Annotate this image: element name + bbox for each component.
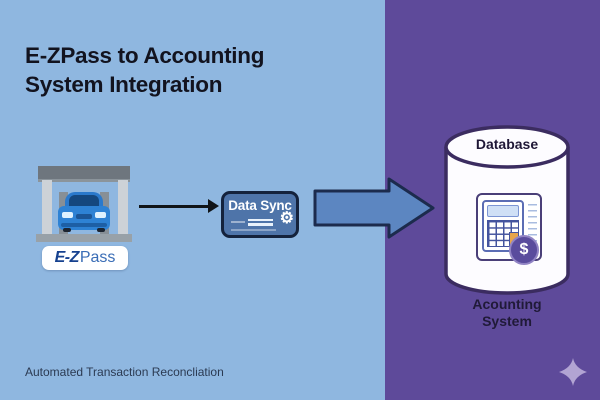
page-title-line2: System Integration	[25, 72, 223, 97]
page-title: E-ZPass to Accounting System Integration	[25, 41, 355, 99]
toll-booth-pillar-right	[118, 180, 128, 236]
sync-line-short	[231, 221, 245, 223]
toll-booth-icon	[36, 164, 132, 246]
calculator-screen	[487, 205, 519, 217]
ezpass-badge-bold-text: E-Z	[54, 249, 80, 266]
sync-line-double-bottom	[248, 223, 273, 226]
data-sync-label: Data Sync	[228, 198, 292, 213]
database-node: Database $	[441, 123, 573, 298]
accounting-system-line2: System	[482, 313, 532, 329]
connector-arrow-line	[139, 205, 209, 208]
accounting-system-label: Acounting System	[441, 296, 573, 330]
ezpass-badge: E-Z Pass	[42, 246, 128, 270]
ezpass-badge-regular-text: Pass	[79, 249, 116, 266]
car-wheel-left	[63, 228, 71, 232]
data-sync-node: Data Sync ⚙	[221, 191, 299, 238]
car-headlight-left	[62, 212, 73, 218]
car-windshield	[69, 195, 99, 206]
sync-line-long	[231, 229, 276, 231]
block-arrow-icon	[313, 177, 435, 239]
toll-booth-pillar-left	[42, 180, 52, 236]
connector-arrow-icon	[139, 199, 219, 213]
car-wheel-right	[97, 228, 105, 232]
car-icon	[58, 192, 110, 234]
car-body	[58, 206, 110, 232]
ledger-lines	[528, 204, 537, 250]
footer-caption: Automated Transaction Reconcliation	[25, 365, 224, 379]
gear-icon: ⚙	[279, 210, 294, 227]
dollar-badge-icon: $	[509, 235, 539, 265]
connector-arrow-head	[208, 199, 219, 213]
toll-booth-beam	[38, 166, 130, 182]
car-headlight-right	[95, 212, 106, 218]
sync-line-double-top	[248, 218, 273, 221]
toll-booth-base	[36, 234, 132, 242]
car-grille	[76, 214, 92, 219]
database-label: Database	[475, 136, 539, 152]
sparkle-icon	[559, 358, 587, 386]
car-bumper	[61, 223, 107, 227]
accounting-system-line1: Acounting	[472, 296, 542, 312]
page-title-line1: E-ZPass to Accounting	[25, 43, 265, 68]
